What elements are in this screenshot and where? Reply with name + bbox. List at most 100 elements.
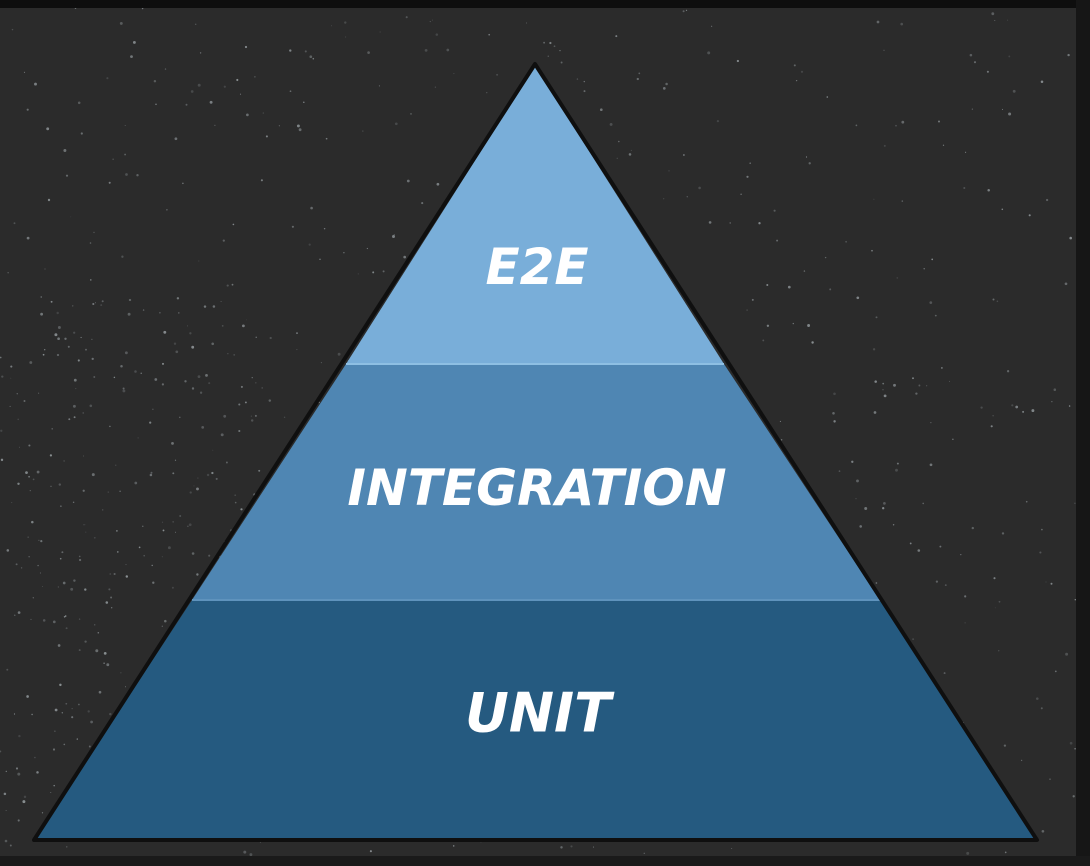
star-speck <box>28 444 31 447</box>
star-speck <box>38 392 40 394</box>
star-speck <box>4 839 8 843</box>
star-speck <box>486 92 488 94</box>
star-speck <box>73 331 76 334</box>
star-speck <box>560 846 563 849</box>
star-speck <box>808 162 811 165</box>
star-speck <box>824 256 827 259</box>
star-speck <box>27 536 29 538</box>
star-speck <box>159 311 161 314</box>
star-speck <box>188 523 192 527</box>
star-speck <box>70 216 72 218</box>
star-speck <box>242 324 245 328</box>
star-speck <box>80 132 83 135</box>
star-speck <box>40 312 43 316</box>
star-speck <box>254 76 256 78</box>
star-speck <box>46 127 50 131</box>
star-speck <box>134 370 137 373</box>
star-speck <box>119 490 121 492</box>
star-speck <box>149 421 152 424</box>
star-speck <box>23 71 26 73</box>
star-speck <box>762 339 765 342</box>
star-speck <box>1074 748 1076 750</box>
star-speck <box>84 640 87 643</box>
star-speck <box>10 365 13 368</box>
star-speck <box>1011 404 1014 407</box>
star-speck <box>197 477 199 479</box>
star-speck <box>50 485 52 487</box>
star-speck <box>52 620 56 624</box>
star-speck <box>829 288 832 291</box>
star-speck <box>231 283 234 286</box>
star-speck <box>107 491 110 493</box>
star-speck <box>209 100 213 104</box>
star-speck <box>973 61 977 64</box>
star-speck <box>15 767 19 770</box>
star-speck <box>1049 778 1051 780</box>
star-speck <box>34 756 36 759</box>
star-speck <box>915 392 918 395</box>
star-speck <box>14 614 16 616</box>
star-speck <box>73 416 76 419</box>
star-speck <box>369 850 372 853</box>
star-speck <box>964 622 966 624</box>
star-speck <box>325 137 328 140</box>
star-speck <box>243 850 247 854</box>
star-speck <box>92 302 95 306</box>
star-speck <box>628 153 632 156</box>
star-speck <box>446 48 450 52</box>
star-speck <box>75 388 77 390</box>
star-speck <box>883 394 887 398</box>
star-speck <box>199 391 203 394</box>
star-speck <box>206 473 210 477</box>
star-speck <box>9 844 12 847</box>
star-speck <box>212 305 216 308</box>
star-speck <box>17 611 21 614</box>
star-speck <box>1040 80 1044 84</box>
pyramid-outline <box>32 62 1039 842</box>
star-speck <box>255 336 257 338</box>
star-speck <box>42 619 46 622</box>
star-speck <box>344 21 347 24</box>
star-speck <box>78 703 80 706</box>
star-speck <box>525 22 528 24</box>
star-speck <box>926 385 928 387</box>
star-speck <box>259 841 261 843</box>
star-speck <box>876 20 880 24</box>
star-speck <box>91 473 95 477</box>
star-speck <box>111 607 113 609</box>
tier-label-unit: UNIT <box>465 682 615 745</box>
star-speck <box>303 101 305 104</box>
star-speck <box>78 618 81 620</box>
star-speck <box>1051 401 1053 403</box>
star-speck <box>929 301 933 304</box>
star-speck <box>859 525 862 528</box>
star-speck <box>1008 112 1012 116</box>
star-speck <box>233 354 236 356</box>
star-speck <box>108 588 111 591</box>
star-speck <box>63 149 67 152</box>
star-speck <box>119 21 123 25</box>
star-speck <box>83 455 85 457</box>
star-speck <box>72 501 75 504</box>
star-speck <box>172 521 174 523</box>
star-speck <box>125 686 126 688</box>
star-speck <box>496 73 499 76</box>
star-speck <box>1001 532 1005 535</box>
star-speck <box>179 515 182 517</box>
star-speck <box>638 72 641 75</box>
star-speck <box>72 305 74 307</box>
star-speck <box>125 564 127 566</box>
star-speck <box>992 298 995 301</box>
star-speck <box>82 489 85 492</box>
star-speck <box>124 124 126 127</box>
star-speck <box>901 200 904 202</box>
star-speck <box>249 853 253 857</box>
star-speck <box>882 507 885 510</box>
star-speck <box>109 425 111 428</box>
star-speck <box>393 234 395 236</box>
star-speck <box>296 349 298 351</box>
star-speck <box>343 252 345 254</box>
pyramid-tier-unit <box>36 600 1035 838</box>
star-speck <box>32 597 34 599</box>
star-speck <box>71 708 73 710</box>
